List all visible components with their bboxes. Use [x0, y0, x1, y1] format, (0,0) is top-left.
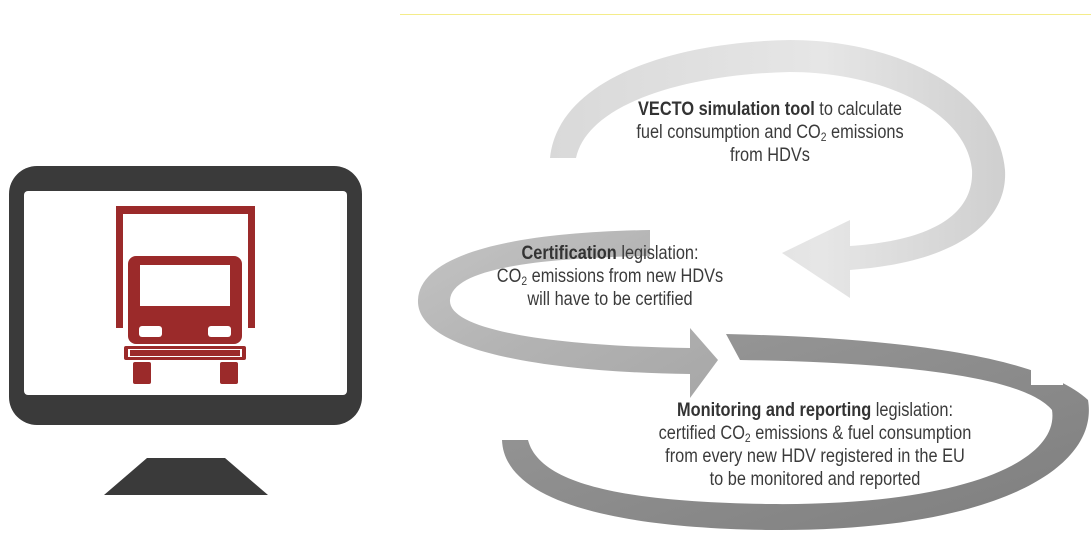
step2-sub: 2 [521, 274, 528, 288]
step1-line3: from HDVs [730, 145, 810, 166]
step3-line2a: certified CO [658, 423, 745, 444]
step3-line1: legislation: [871, 400, 953, 421]
monitor-stand [104, 458, 268, 495]
truck-icon [116, 206, 255, 384]
white-patch [1031, 358, 1063, 385]
step1-label: VECTO simulation tool to calculate fuel … [589, 98, 950, 167]
step1-line2b: emissions [826, 122, 904, 143]
step3-bold: Monitoring and reporting [676, 400, 872, 421]
step1-line2a: fuel consumption and CO [636, 122, 821, 143]
step3-label: Monitoring and reporting legislation: ce… [617, 399, 1013, 491]
step3-line3: from every new HDV registered in the EU [665, 446, 965, 467]
step3-line4: to be monitored and reported [709, 469, 921, 490]
step1-sub: 2 [820, 130, 827, 144]
arrow-step2 [417, 230, 718, 398]
step2-line1: legislation: [616, 243, 699, 264]
step2-label: Certification legislation: CO2 emissions… [455, 242, 765, 311]
top-rule [400, 14, 1091, 15]
step3-line2b: emissions & fuel consumption [750, 423, 972, 444]
cycle-diagram [400, 0, 1091, 549]
step1-line1: to calculate [814, 99, 902, 120]
step1-bold: VECTO simulation tool [638, 99, 815, 120]
step2-line2a: CO [496, 266, 522, 287]
step2-bold: Certification [521, 243, 617, 264]
monitor-truck-icon [0, 0, 400, 549]
step2-line2b: emissions from new HDVs [527, 266, 724, 287]
step3-sub: 2 [744, 431, 751, 445]
step2-line3: will have to be certified [527, 289, 693, 310]
